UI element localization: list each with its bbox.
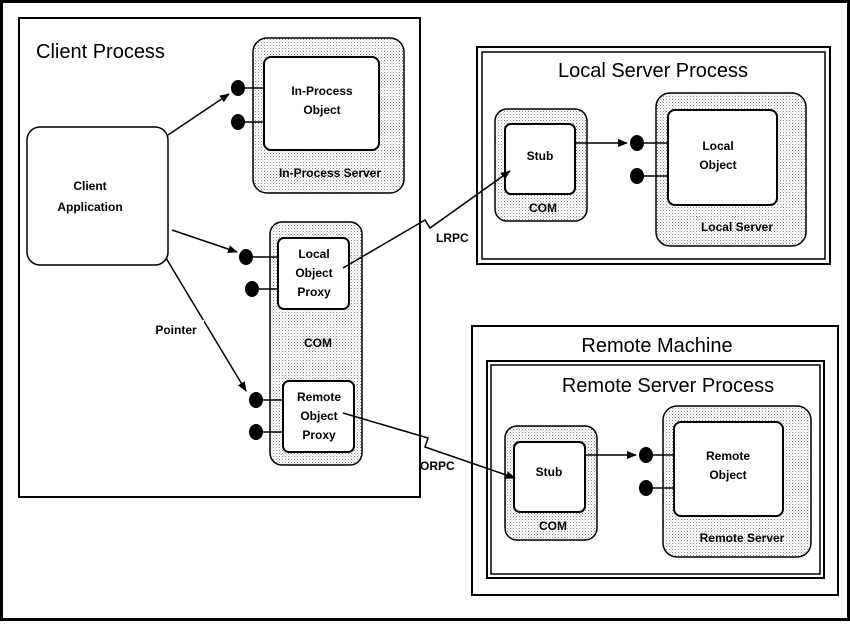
- local-stub-label: Stub: [527, 149, 554, 163]
- client-application-box: [26, 126, 169, 266]
- remote-server-process-title: Remote Server Process: [562, 375, 774, 397]
- remote-object-interface-2: [639, 480, 653, 496]
- local-server-label: Local Server: [701, 220, 773, 234]
- local-object-label-2: Object: [699, 158, 736, 172]
- arrow-to-local-proxy: [171, 229, 238, 253]
- remote-object-proxy-label-3: Proxy: [302, 428, 336, 442]
- remote-proxy-interface-1: [249, 392, 263, 408]
- local-com-label: COM: [529, 201, 557, 215]
- remote-com-label: COM: [539, 519, 567, 533]
- client-com-label: COM: [304, 336, 332, 350]
- remote-object-label-2: Object: [709, 468, 746, 482]
- local-object-proxy-box: [277, 237, 350, 310]
- local-proxy-interface-2: [245, 281, 259, 297]
- remote-object-box: [673, 421, 784, 517]
- in-process-interface-1: [231, 80, 245, 96]
- orpc-label: ORPC: [420, 459, 455, 473]
- in-process-server-label: In-Process Server: [279, 166, 381, 180]
- local-proxy-interface-1: [239, 249, 253, 265]
- in-process-object-box: [263, 56, 380, 151]
- remote-proxy-interface-2: [249, 424, 263, 440]
- remote-object-proxy-label-1: Remote: [297, 390, 341, 404]
- local-object-proxy-label-2: Object: [295, 266, 332, 280]
- local-object-proxy-label-3: Proxy: [297, 285, 331, 299]
- remote-server-label: Remote Server: [700, 531, 785, 545]
- arrow-to-in-process: [167, 93, 230, 136]
- local-stub-box: [504, 123, 576, 195]
- remote-machine-title: Remote Machine: [581, 335, 732, 357]
- lrpc-connection: [342, 170, 511, 269]
- pointer-label: Pointer: [155, 323, 197, 337]
- local-object-interface-2: [630, 168, 644, 184]
- remote-server-process-outer: [486, 360, 825, 579]
- arrow-to-remote-proxy: [165, 257, 247, 392]
- in-process-object-label-1: In-Process: [291, 84, 353, 98]
- local-server-process-inner: [481, 51, 826, 260]
- local-server-process-title: Local Server Process: [558, 60, 748, 82]
- remote-object-label-1: Remote: [706, 449, 750, 463]
- local-object-interface-1: [630, 135, 644, 151]
- local-object-label-1: Local: [702, 139, 733, 153]
- remote-object-proxy-label-2: Object: [300, 409, 337, 423]
- orpc-connection: [342, 412, 516, 479]
- client-application-label-2: Application: [57, 200, 122, 214]
- lrpc-label: LRPC: [436, 231, 469, 245]
- remote-stub-label: Stub: [536, 465, 563, 479]
- in-process-interface-2: [231, 114, 245, 130]
- remote-object-interface-1: [639, 447, 653, 463]
- client-application-label-1: Client: [73, 179, 106, 193]
- local-object-box: [667, 109, 778, 206]
- local-object-proxy-label-1: Local: [298, 247, 329, 261]
- client-process-title: Client Process: [36, 41, 165, 63]
- in-process-object-label-2: Object: [303, 103, 340, 117]
